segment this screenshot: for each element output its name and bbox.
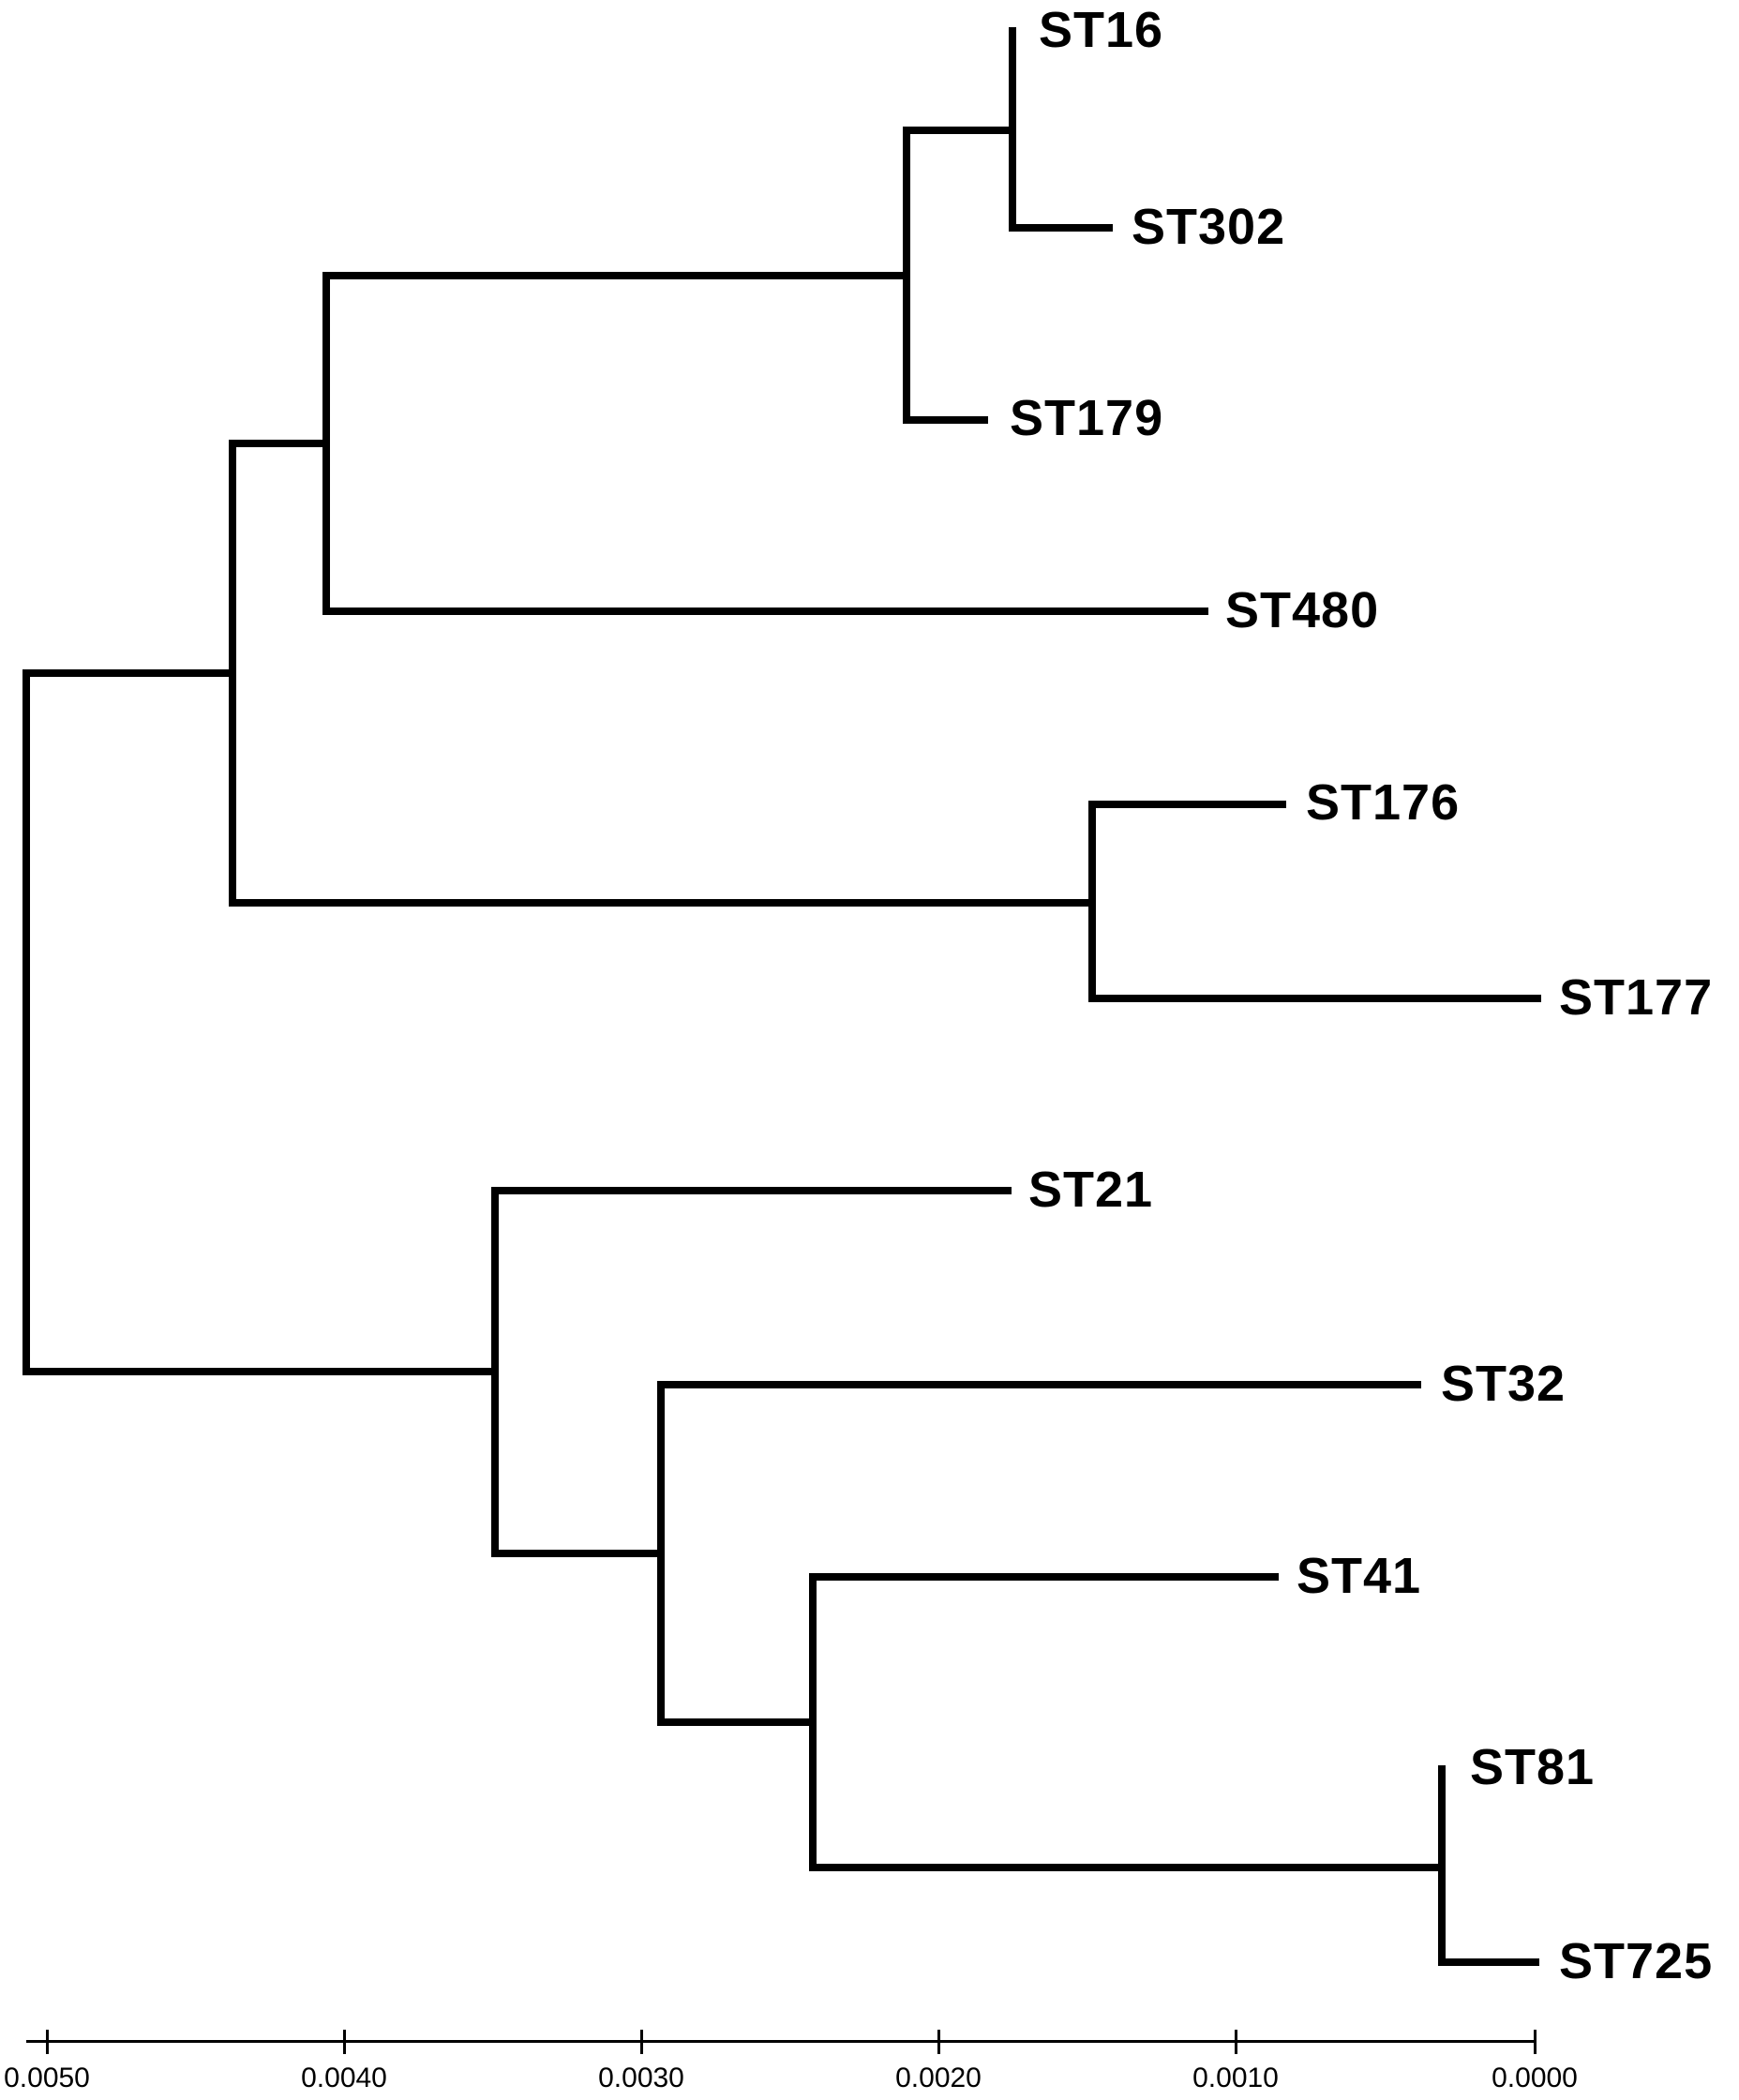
branch-edge-to-node-a <box>322 272 910 279</box>
scale-bar-axis-line <box>26 2039 1535 2043</box>
branch-branch-st179 <box>903 416 988 424</box>
scale-bar-label-0.0040: 0.0040 <box>301 2062 387 2093</box>
branch-branch-st21 <box>491 1187 1012 1194</box>
scale-bar-label-0.0050: 0.0050 <box>4 2062 90 2093</box>
taxon-label-st21: ST21 <box>1028 1161 1154 1218</box>
taxon-label-st480: ST480 <box>1225 581 1380 638</box>
branch-branch-st177 <box>1088 995 1541 1002</box>
taxon-label-st179: ST179 <box>1010 389 1164 446</box>
branch-branch-st302 <box>1009 224 1113 232</box>
scale-bar-label-0.0000: 0.0000 <box>1492 2062 1578 2093</box>
branch-node-d <box>657 1381 665 1726</box>
branch-node-st176-st177 <box>1088 801 1096 1002</box>
branch-edge-to-st176-st177-node <box>229 899 1096 907</box>
taxon-label-st177: ST177 <box>1559 968 1714 1026</box>
branch-edge-to-node-d <box>491 1550 665 1557</box>
taxon-label-st16: ST16 <box>1039 1 1164 58</box>
branch-branch-st176 <box>1088 801 1286 808</box>
branch-root <box>22 669 30 1375</box>
branch-branch-st480 <box>322 608 1208 615</box>
taxon-label-st81: ST81 <box>1470 1738 1596 1795</box>
branch-node-st16-st302 <box>1009 27 1016 232</box>
branch-branch-st32 <box>657 1381 1421 1388</box>
taxon-label-st302: ST302 <box>1132 198 1286 255</box>
branch-edge-to-upper4-node <box>229 440 330 447</box>
branch-edge-to-st16-st302-node <box>903 127 1016 134</box>
branch-node-e <box>809 1573 817 1871</box>
branch-edge-root-to-node-c <box>22 1368 499 1375</box>
branch-edge-root-to-node-b <box>22 669 236 677</box>
scale-bar-tick-0.0020 <box>937 2030 940 2054</box>
branch-node-a <box>903 127 910 424</box>
scale-bar-tick-0.0010 <box>1234 2030 1237 2054</box>
scale-bar-label-0.0010: 0.0010 <box>1192 2062 1279 2093</box>
branch-branch-st725 <box>1438 1958 1539 1966</box>
branch-edge-to-st81-st725-node <box>809 1864 1446 1871</box>
scale-bar-tick-0.0030 <box>639 2030 643 2054</box>
scale-bar-label-0.0020: 0.0020 <box>895 2062 982 2093</box>
branch-node-c <box>491 1187 499 1557</box>
scale-bar-label-0.0030: 0.0030 <box>598 2062 684 2093</box>
branch-node-upper4 <box>322 272 330 615</box>
branch-branch-st41 <box>809 1573 1279 1581</box>
branch-edge-to-node-e <box>657 1718 817 1726</box>
taxon-label-st176: ST176 <box>1306 773 1461 831</box>
taxon-label-st32: ST32 <box>1441 1355 1567 1412</box>
scale-bar-tick-0.0040 <box>342 2030 346 2054</box>
taxon-label-st725: ST725 <box>1559 1932 1714 1989</box>
scale-bar-tick-0.0000 <box>1533 2030 1537 2054</box>
branch-node-st81-st725 <box>1438 1765 1446 1966</box>
scale-bar-tick-0.0050 <box>45 2030 49 2054</box>
taxon-label-st41: ST41 <box>1297 1547 1422 1604</box>
branch-node-b <box>229 440 236 907</box>
